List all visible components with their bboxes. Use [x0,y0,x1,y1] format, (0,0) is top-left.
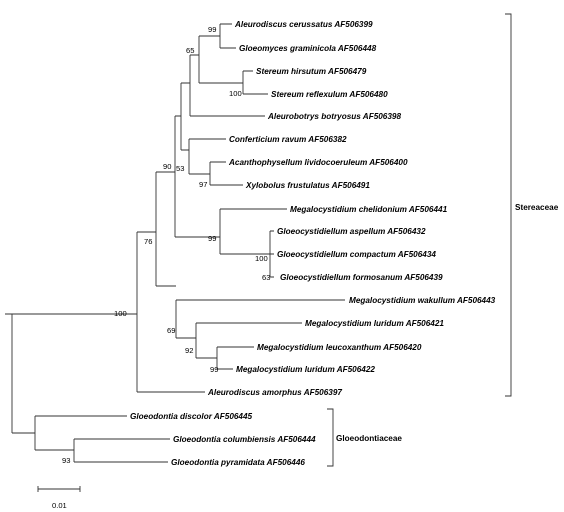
taxon-label: Aleurodiscus cerussatus AF506399 [234,20,373,29]
stereaceae-bracket [505,13,512,397]
support-values: 99 65 100 53 97 90 99 100 63 76 69 92 99… [62,25,270,465]
group-brackets: Stereaceae Gloeodontiaceae [327,13,559,467]
support-value: 69 [167,326,175,335]
taxon-labels: Aleurodiscus cerussatus AF506399 Gloeomy… [130,20,496,467]
taxon-label: Gloeodontia pyramidata AF506446 [171,458,305,467]
taxon-label: Gloeocystidiellum aspellum AF506432 [277,227,426,236]
gloeodontiaceae-label: Gloeodontiaceae [336,434,402,443]
taxon-label: Gloeomyces graminicola AF506448 [239,44,377,53]
support-value: 63 [262,273,270,282]
branch [34,415,127,451]
taxon-label: Gloeocystidiellum formosanum AF506439 [280,273,443,282]
gloeodontiaceae-bracket [327,408,334,467]
branch [195,322,302,359]
taxon-label: Gloeodontia discolor AF506445 [130,412,253,421]
branch [5,313,137,434]
scale-bar-label: 0.01 [52,501,67,510]
support-value: 76 [144,237,152,246]
support-value: 100 [255,254,268,263]
support-value: 53 [176,164,184,173]
branch [219,23,236,49]
support-value: 65 [186,46,194,55]
scale-bar: 0.01 [37,486,81,510]
taxon-label: Aleurodiscus amorphus AF506397 [207,388,342,397]
taxon-label: Stereum reflexulum AF506480 [271,90,388,99]
taxon-label: Megalocystidium luridum AF506422 [236,365,375,374]
branch [136,231,205,393]
taxon-label: Acanthophysellum lividocoeruleum AF50640… [228,158,408,167]
branch [242,70,268,95]
taxon-label: Conferticium ravum AF506382 [229,135,347,144]
branch [209,161,243,186]
branch [188,138,226,175]
branch [175,299,345,339]
support-value: 90 [163,162,171,171]
branch [219,208,287,255]
support-value: 99 [208,25,216,34]
support-value: 100 [229,89,242,98]
taxon-label: Gloeocystidiellum compactum AF506434 [277,250,436,259]
stereaceae-label: Stereaceae [515,203,559,212]
support-value: 93 [62,456,70,465]
support-value: 100 [114,309,127,318]
support-value: 97 [199,180,207,189]
branch [216,346,254,370]
branch [269,230,274,278]
support-value: 99 [208,234,216,243]
taxon-label: Aleurobotrys botryosus AF506398 [267,112,401,121]
support-value: 99 [210,365,218,374]
taxon-label: Gloeodontia columbiensis AF506444 [173,435,316,444]
branch [180,82,190,151]
taxon-label: Stereum hirsutum AF506479 [256,67,367,76]
branch [155,171,176,287]
taxon-label: Megalocystidium leucoxanthum AF506420 [257,343,422,352]
support-value: 92 [185,346,193,355]
branch [73,438,170,463]
tree-branches [5,23,345,463]
taxon-label: Megalocystidium luridum AF506421 [305,319,444,328]
branch [189,54,265,117]
scale-bar-line [37,486,81,492]
taxon-label: Xylobolus frustulatus AF506491 [245,181,370,190]
branch [174,115,220,238]
taxon-label: Megalocystidium wakullum AF506443 [349,296,496,305]
taxon-label: Megalocystidium chelidonium AF506441 [290,205,448,214]
branch [198,35,243,84]
